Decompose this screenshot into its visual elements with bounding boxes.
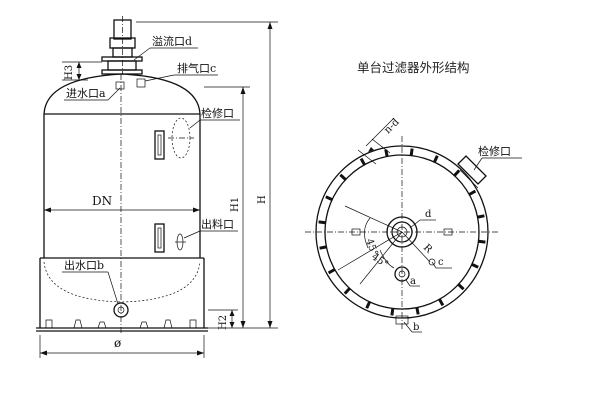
dn-dimension (44, 207, 200, 213)
port-a-label: a (410, 276, 416, 287)
support-lug (453, 169, 461, 177)
vent-nozzle (136, 78, 146, 88)
sight-glass-lower (154, 223, 165, 253)
h3-dimension (62, 61, 102, 81)
support-lugs (318, 148, 486, 316)
central-nozzle-outer (386, 216, 418, 248)
support-lug (327, 268, 336, 275)
inlet-port-label: 进水口a (66, 87, 106, 100)
overflow-port-label: 溢流口d (152, 34, 192, 48)
support-lug (468, 189, 477, 196)
h2-label: H2 (218, 315, 229, 330)
support-lug (415, 307, 420, 315)
support-lug (365, 301, 371, 309)
top-valve-assembly (101, 16, 143, 75)
top-manhole (457, 155, 487, 189)
bolt-hole-dimension (357, 117, 395, 165)
sight-glass-upper (154, 130, 165, 160)
support-lug (319, 245, 327, 250)
support-lug (343, 287, 351, 295)
angle-label-2: 45° (369, 251, 390, 270)
port-c-label: c (438, 257, 444, 268)
support-lug (457, 283, 465, 291)
h1-dimension (204, 86, 250, 329)
bottom-head (43, 261, 201, 303)
support-lug (438, 298, 445, 307)
discharge-port-label: 出料口 (201, 217, 234, 231)
outer-diameter-dimension (39, 335, 205, 358)
support-lug (318, 220, 326, 225)
top-head (43, 73, 201, 115)
support-lug (409, 148, 414, 156)
support-lug (390, 308, 395, 316)
support-lug (478, 239, 486, 244)
h2-dimension (208, 309, 238, 328)
top-manhole-label: 检修口 (478, 144, 511, 158)
support-lug (325, 195, 333, 201)
outlet-port-label: 出水口b (64, 258, 104, 272)
drawing-title: 单台过滤器外形结构 (357, 60, 470, 75)
h-dimension (136, 21, 278, 329)
h1-label: H1 (230, 197, 241, 212)
front-view: DN ø H3 (36, 16, 278, 358)
port-a-circle (394, 266, 410, 282)
port-b-nozzle (395, 315, 409, 325)
side-port-left (351, 228, 361, 236)
top-view: 检修口 n-d d c a b (305, 116, 522, 333)
port-b-label: b (413, 322, 419, 333)
support-lug (384, 149, 389, 157)
h-label: H (257, 195, 268, 204)
outer-diameter-label: ø (114, 336, 121, 350)
side-port-right (443, 228, 453, 236)
manhole-label: 检修口 (201, 106, 234, 120)
radius-label: R (421, 242, 434, 255)
support-lug (359, 157, 366, 166)
central-nozzle-inner (391, 221, 413, 243)
h3-label: H3 (64, 65, 75, 80)
inlet-nozzle (115, 81, 125, 90)
dn-label: DN (92, 194, 112, 208)
vent-port-label: 排气口c (177, 61, 216, 75)
support-lug (471, 263, 479, 269)
port-c-circle (428, 258, 436, 266)
support-lug (477, 214, 485, 219)
support-lug (433, 155, 439, 163)
bolt-hole-label: n-d (382, 116, 402, 136)
port-d-label: d (425, 209, 432, 220)
support-lug (339, 173, 347, 181)
skirt-feet (45, 319, 197, 329)
